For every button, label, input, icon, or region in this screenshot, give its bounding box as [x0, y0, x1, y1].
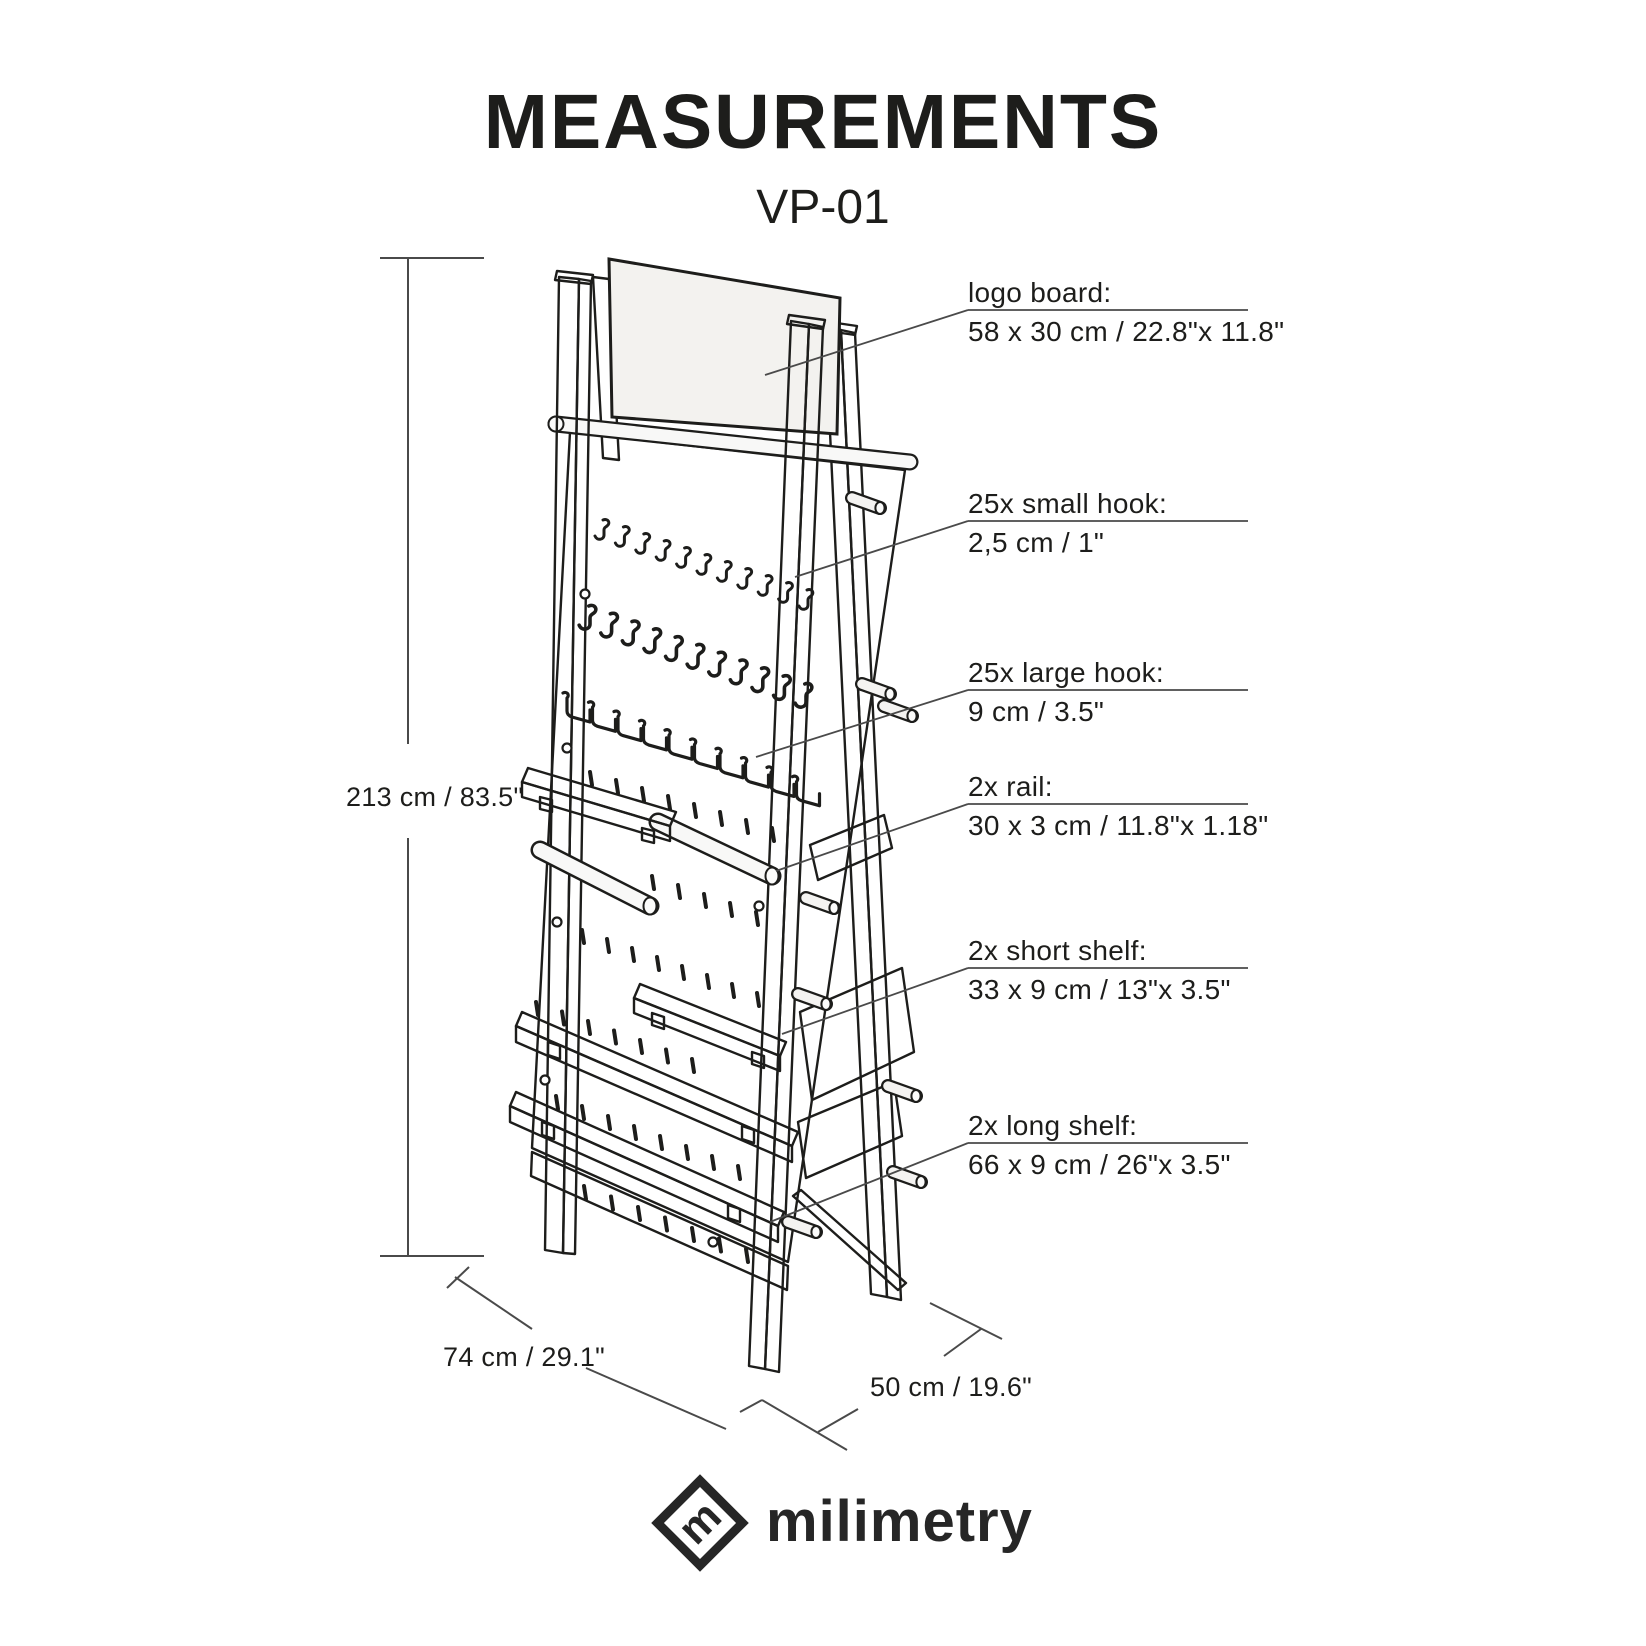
width-dimension-line — [446, 1266, 859, 1451]
page-title: MEASUREMENTS — [483, 79, 1163, 165]
annotation-small-hook-label: 25x small hook: — [968, 488, 1168, 519]
width-dimension-text: 74 cm / 29.1" — [443, 1342, 606, 1372]
height-dimension-line — [380, 257, 484, 1257]
annotation-short-shelf-value: 33 x 9 cm / 13"x 3.5" — [968, 974, 1231, 1005]
annotation-large-hook-value: 9 cm / 3.5" — [968, 696, 1105, 727]
rear-left-post — [591, 275, 621, 462]
product-code: VP-01 — [756, 181, 890, 234]
depth-dimension-line — [929, 1302, 1003, 1357]
annotation-logo-board-value: 58 x 30 cm / 22.8"x 11.8" — [968, 316, 1285, 347]
short-shelf-2 — [632, 982, 788, 1073]
front-left-leg — [543, 269, 595, 1256]
front-right-leg — [747, 313, 827, 1374]
height-dimension-text: 213 cm / 83.5" — [346, 782, 524, 812]
rail-1 — [648, 812, 782, 886]
annotation-short-shelf-label: 2x short shelf: — [968, 935, 1147, 966]
depth-dimension-text: 50 cm / 19.6" — [870, 1372, 1033, 1402]
annotation-large-hook-label: 25x large hook: — [968, 657, 1164, 688]
screw-holes — [539, 588, 765, 1248]
long-shelf-1 — [514, 1010, 800, 1164]
logo-board — [607, 257, 842, 436]
peg-holes — [534, 770, 776, 1264]
annotation-logo-board-label: logo board: — [968, 277, 1112, 308]
annotation-rail-value: 30 x 3 cm / 11.8"x 1.18" — [968, 810, 1269, 841]
cross-brace — [791, 1188, 908, 1292]
annotation-small-hook-value: 2,5 cm / 1" — [968, 527, 1105, 558]
annotation-leaders — [755, 309, 1248, 1223]
brand-wordmark: milimetry — [766, 1489, 1033, 1554]
long-shelf-2 — [508, 1090, 786, 1244]
annotation-long-shelf-value: 66 x 9 cm / 26"x 3.5" — [968, 1149, 1231, 1180]
annotation-long-shelf-label: 2x long shelf: — [968, 1110, 1138, 1141]
annotation-rail-label: 2x rail: — [968, 771, 1053, 802]
rail-2 — [530, 840, 660, 916]
brand-logo-mark: m — [651, 1474, 749, 1572]
short-shelf-1 — [520, 766, 678, 845]
